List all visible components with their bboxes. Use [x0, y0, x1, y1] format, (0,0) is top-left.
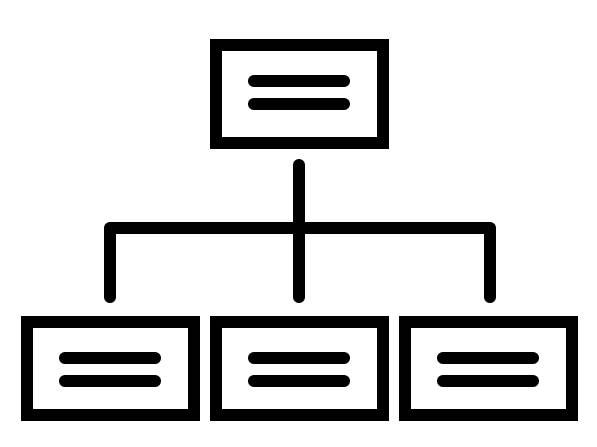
- child-node-right-box: [399, 316, 578, 421]
- top-node-box: [210, 39, 389, 149]
- child-node-left-box: [21, 316, 200, 421]
- child-node-left: [21, 316, 200, 421]
- connectors: [104, 159, 496, 303]
- child-node-middle-box: [210, 316, 389, 421]
- top-node: [210, 39, 389, 149]
- child-node-right: [399, 316, 578, 421]
- child-node-middle: [210, 316, 389, 421]
